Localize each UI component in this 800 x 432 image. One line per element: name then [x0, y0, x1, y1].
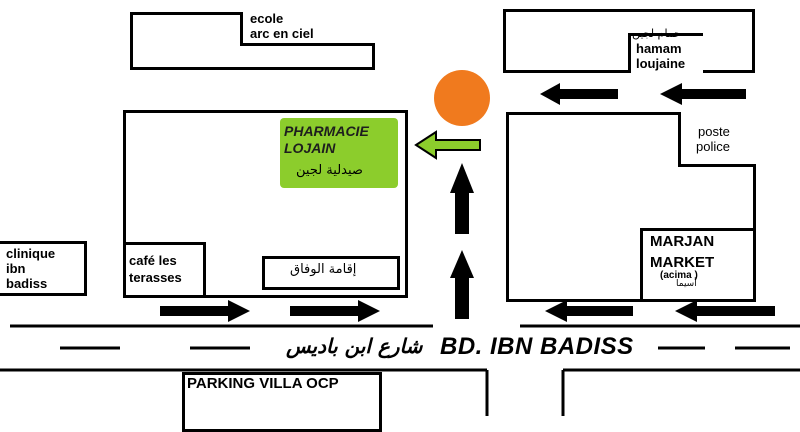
- iqama-label: إقامة الوفاق: [290, 262, 357, 277]
- arrow-left-icon: [675, 300, 775, 322]
- arrow-up-icon: [450, 250, 474, 319]
- clinique-label-line2: ibn: [6, 261, 26, 276]
- ecole-label-box: [240, 12, 375, 46]
- road-layer: [0, 70, 800, 416]
- clinique-label-line3: badiss: [6, 276, 48, 291]
- marjan-label-line1: MARJAN: [650, 233, 715, 250]
- iqama-box: [262, 256, 400, 290]
- arrow-left-icon: [540, 83, 618, 105]
- road-name-latin: BD. IBN BADISS: [440, 333, 634, 360]
- arrow-left-icon: [660, 83, 746, 105]
- marjan-label-arabic: أسيما: [676, 279, 697, 289]
- ecole-label-line1: ecole: [250, 11, 284, 26]
- road-name-arabic: شارع ابن باديس: [286, 334, 423, 358]
- arrow-left-icon: [545, 300, 633, 322]
- cafe-label-line2: terasses: [129, 270, 182, 285]
- clinique-box: [0, 241, 87, 296]
- poste-label-line2: police: [696, 139, 730, 154]
- marjan-box: [640, 228, 756, 302]
- hamam-label-box: [628, 33, 703, 73]
- hamam-label-line2: loujaine: [636, 56, 686, 71]
- ecole-label-line2: arc en ciel: [250, 26, 314, 41]
- poste-box: [678, 112, 756, 167]
- arrow-right-icon: [160, 300, 250, 322]
- pharmacie-label-line1: PHARMACIE: [284, 123, 369, 139]
- roundabout-icon: [434, 70, 490, 126]
- poste-label-line1: poste: [698, 124, 730, 139]
- arrow-up-icon: [450, 163, 474, 234]
- pharmacie-label-line2: LOJAIN: [284, 140, 336, 156]
- pharmacie-lojain-box: [280, 118, 398, 188]
- arrow-to-pharmacie-icon: [414, 130, 481, 160]
- cafe-label-line1: café les: [129, 253, 177, 268]
- marjan-label-line2: MARKET: [650, 254, 715, 271]
- hamam-label-line1: hamam: [636, 41, 682, 56]
- parking-label: PARKING VILLA OCP: [187, 375, 339, 392]
- marjan-label-acima: (acima ): [660, 270, 698, 281]
- cafe-box: [123, 242, 206, 298]
- clinique-label-line1: clinique: [6, 246, 56, 261]
- arrow-right-icon: [290, 300, 380, 322]
- pharmacie-label-arabic: صيدلية لجين: [296, 163, 363, 178]
- hamam-label-arabic: حمام لجين: [632, 27, 681, 40]
